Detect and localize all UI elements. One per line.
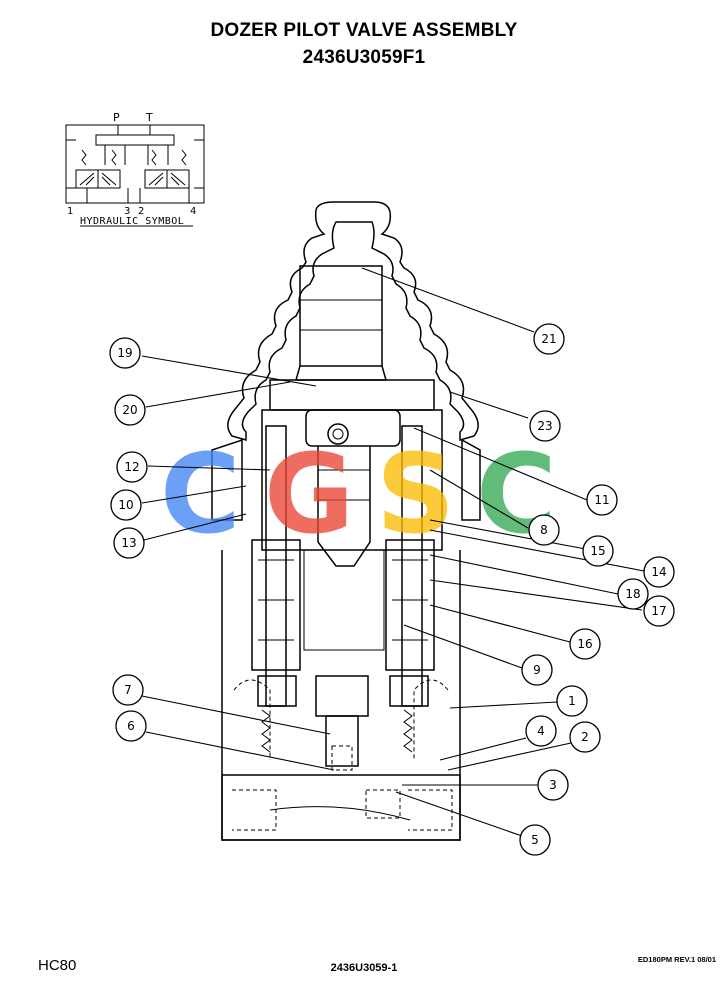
svg-text:1: 1 xyxy=(568,694,576,708)
port-t-label: T xyxy=(145,111,153,124)
callout-11: 11 xyxy=(586,484,618,516)
model-label: HC80 xyxy=(38,957,77,974)
svg-text:4: 4 xyxy=(537,724,545,738)
callout-5: 5 xyxy=(519,824,551,856)
svg-text:17: 17 xyxy=(651,604,666,618)
port-1-label: 1 xyxy=(67,206,73,217)
svg-text:18: 18 xyxy=(625,587,640,601)
svg-text:20: 20 xyxy=(122,403,137,417)
svg-text:12: 12 xyxy=(124,460,139,474)
callout-9: 9 xyxy=(521,654,553,686)
leader-lines xyxy=(141,267,645,837)
svg-text:2: 2 xyxy=(581,730,589,744)
svg-text:9: 9 xyxy=(533,663,541,677)
callout-20: 20 xyxy=(114,394,146,426)
callout-1: 1 xyxy=(556,685,588,717)
svg-text:3: 3 xyxy=(549,778,557,792)
hydraulic-symbol: P T 1 3 2 4 HYDRAULIC SYMBOL xyxy=(65,111,205,227)
callouts: 21 19 20 23 12 11 10 8 13 15 14 18 17 16… xyxy=(109,323,675,856)
operating-stem xyxy=(269,265,435,411)
svg-text:23: 23 xyxy=(537,419,552,433)
port-4-label: 4 xyxy=(190,206,196,217)
svg-text:13: 13 xyxy=(121,536,136,550)
svg-text:15: 15 xyxy=(590,544,605,558)
svg-text:10: 10 xyxy=(118,498,133,512)
page-title: DOZER PILOT VALVE ASSEMBLY xyxy=(210,20,518,41)
callout-10: 10 xyxy=(110,489,142,521)
callout-3: 3 xyxy=(537,769,569,801)
svg-text:6: 6 xyxy=(127,719,135,733)
callout-18: 18 xyxy=(617,578,649,610)
callout-2: 2 xyxy=(569,721,601,753)
svg-text:7: 7 xyxy=(124,683,132,697)
callout-14: 14 xyxy=(643,556,675,588)
callout-23: 23 xyxy=(529,410,561,442)
svg-text:16: 16 xyxy=(577,637,592,651)
watermark-letter-3: S xyxy=(376,430,455,558)
watermark: C G S C xyxy=(160,430,557,558)
revision-label: ED180PM REV.1 08/01 xyxy=(637,955,716,964)
callout-6: 6 xyxy=(115,710,147,742)
callout-21: 21 xyxy=(533,323,565,355)
callout-8: 8 xyxy=(528,514,560,546)
callout-16: 16 xyxy=(569,628,601,660)
callout-7: 7 xyxy=(112,674,144,706)
svg-text:19: 19 xyxy=(117,346,132,360)
callout-17: 17 xyxy=(643,595,675,627)
port-3-label: 3 xyxy=(124,206,130,217)
callout-15: 15 xyxy=(582,535,614,567)
port-2-label: 2 xyxy=(138,206,144,217)
symbol-caption: HYDRAULIC SYMBOL xyxy=(80,216,184,227)
part-number: 2436U3059F1 xyxy=(302,47,426,68)
valve-housing xyxy=(221,549,461,841)
callout-4: 4 xyxy=(525,715,557,747)
svg-text:5: 5 xyxy=(531,833,539,847)
callout-19: 19 xyxy=(109,337,141,369)
svg-text:8: 8 xyxy=(540,523,548,537)
rubber-boot xyxy=(227,201,479,441)
drawing-number: 2436U3059-1 xyxy=(330,962,398,974)
svg-text:21: 21 xyxy=(541,332,556,346)
watermark-letter-2: G xyxy=(264,430,354,558)
callout-13: 13 xyxy=(113,527,145,559)
left-spool xyxy=(251,425,301,707)
port-p-label: P xyxy=(113,111,120,124)
callout-12: 12 xyxy=(116,451,148,483)
svg-text:14: 14 xyxy=(651,565,666,579)
svg-text:11: 11 xyxy=(594,493,609,507)
right-spool xyxy=(385,425,435,707)
